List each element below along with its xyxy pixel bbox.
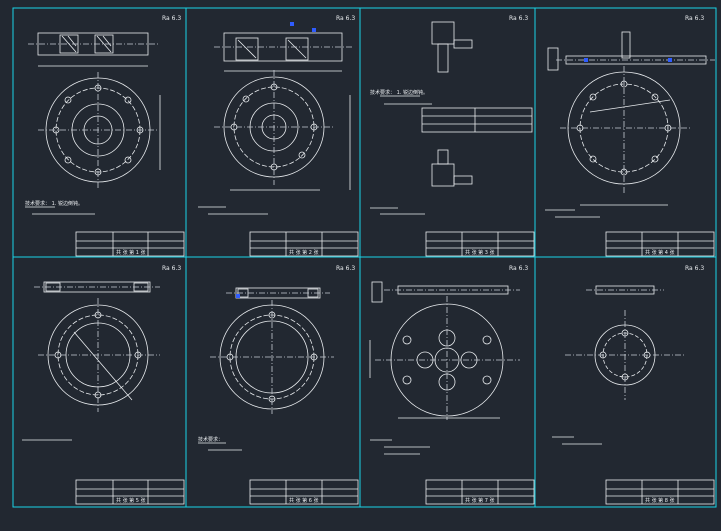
title-block [75, 231, 185, 257]
leader-line [589, 99, 671, 113]
sheet-6-flange [198, 287, 359, 505]
bolt-hole [482, 335, 492, 345]
bolt-hole [64, 156, 72, 164]
bolt-hole [482, 375, 492, 385]
bolt-hole [64, 96, 72, 104]
bolt-hole [124, 156, 132, 164]
note-text: 技术要求： [198, 436, 223, 443]
bolt-hole [651, 93, 659, 101]
sheet-frames [12, 7, 717, 508]
technical-notes: 技术要求： 1. 锐边倒钝。 技术要求： 1. 锐边倒钝。 技术要求： [25, 89, 428, 443]
sheet-7-plate [369, 281, 535, 505]
hatch-line [287, 39, 307, 59]
accent-marker [668, 58, 672, 62]
title-block-text: 共 张 第 8 张 [645, 497, 675, 504]
part-outline [437, 149, 449, 165]
part-outline [453, 175, 473, 185]
roughness-mark-8: Ra 6.3 [685, 265, 704, 272]
title-block-text: 共 张 第 2 张 [289, 249, 319, 256]
roughness-mark-2: Ra 6.3 [336, 15, 355, 22]
part-outline [431, 21, 455, 45]
plate-section [565, 55, 707, 65]
part-outline [453, 39, 473, 49]
bolt-hole [589, 155, 597, 163]
boss [621, 31, 631, 59]
accent-marker [584, 58, 588, 62]
section-outline [223, 32, 343, 62]
title-block [605, 231, 715, 257]
sheet-2-flange [198, 22, 359, 257]
accent-marker [312, 28, 316, 32]
accent-marker [236, 294, 240, 298]
sheet-4-plate [545, 31, 715, 257]
bolt-hole [651, 155, 659, 163]
table-block [421, 107, 533, 133]
title-block [425, 231, 535, 257]
title-block [75, 479, 185, 505]
title-block-text: 共 张 第 3 张 [465, 249, 495, 256]
bolt-hole [402, 335, 412, 345]
bolt-hole [298, 151, 306, 159]
leader-line [73, 331, 133, 401]
note-text: 技术要求： 1. 锐边倒钝。 [25, 200, 83, 207]
title-block [249, 231, 359, 257]
roughness-mark-6: Ra 6.3 [336, 265, 355, 272]
roughness-mark-5: Ra 6.3 [162, 265, 181, 272]
title-block-texts: 共 张 第 1 张 共 张 第 2 张 共 张 第 3 张 共 张 第 4 张 … [116, 249, 675, 504]
part-outline [431, 163, 455, 187]
title-block-text: 共 张 第 7 张 [465, 497, 495, 504]
bolt-hole [124, 96, 132, 104]
sheet-5-ring [22, 281, 185, 505]
hatch-line [237, 39, 257, 59]
sheet-1-flange [25, 32, 185, 257]
bolt-hole [242, 95, 250, 103]
part-outline [437, 43, 449, 73]
roughness-mark-4: Ra 6.3 [685, 15, 704, 22]
sheet-3-part [370, 21, 535, 257]
title-block [605, 479, 715, 505]
accent-marker [290, 22, 294, 26]
hatched-part [235, 37, 259, 61]
roughness-mark-3: Ra 6.3 [509, 15, 528, 22]
section-outline [37, 32, 149, 56]
dimension-marker [371, 281, 383, 303]
hatch-line [96, 35, 112, 53]
note-text: 技术要求： 1. 锐边倒钝。 [370, 89, 428, 96]
bolt-hole [589, 93, 597, 101]
title-block-text: 共 张 第 1 张 [116, 249, 146, 256]
roughness-mark-7: Ra 6.3 [509, 265, 528, 272]
dimension-marker [547, 47, 559, 71]
title-block-text: 共 张 第 5 张 [116, 497, 146, 504]
title-block-text: 共 张 第 6 张 [289, 497, 319, 504]
sheet-8-disc [552, 285, 715, 505]
title-block [425, 479, 535, 505]
title-block [249, 479, 359, 505]
hatched-part [285, 37, 309, 61]
bolt-hole [402, 375, 412, 385]
title-block-text: 共 张 第 4 张 [645, 249, 675, 256]
roughness-marks: Ra 6.3 Ra 6.3 Ra 6.3 Ra 6.3 Ra 6.3 Ra 6.… [162, 15, 704, 272]
roughness-mark-1: Ra 6.3 [162, 15, 181, 22]
